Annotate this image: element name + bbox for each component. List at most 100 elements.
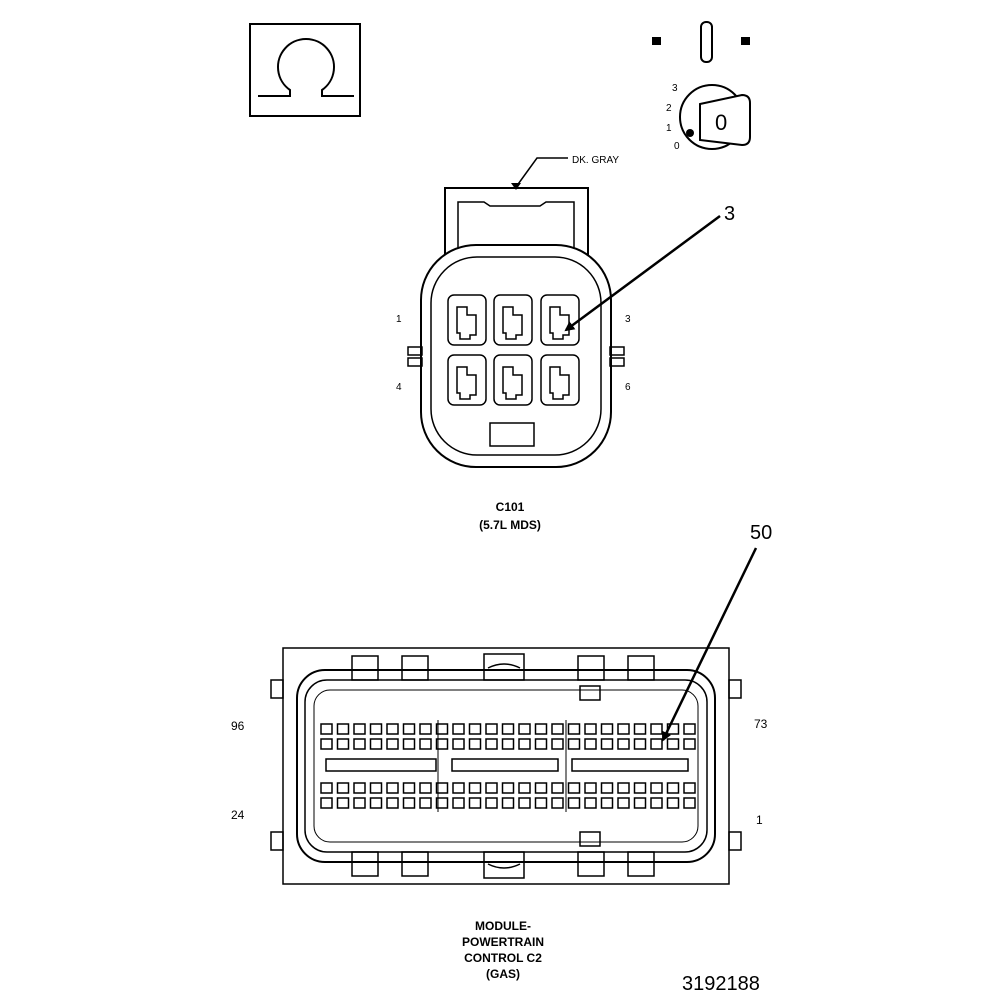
c2-name-line-4: (GAS)	[486, 967, 520, 981]
c2-pin	[633, 723, 647, 735]
c2-pin	[551, 738, 564, 750]
c101-connector: DK. GRAY 1 3 4 6 3 C101 (5.7L MDS)	[396, 155, 735, 532]
c2-pin	[402, 782, 416, 794]
c2-pin	[320, 782, 333, 794]
c2-pin	[501, 723, 515, 735]
c2-pin	[485, 782, 498, 794]
c2-pin	[435, 723, 449, 735]
ignition-position-0: 0	[674, 141, 680, 152]
c2-pin	[435, 797, 449, 809]
c2-pin	[633, 738, 647, 750]
c2-pin	[386, 738, 399, 750]
ignition-position-3: 3	[672, 83, 678, 94]
c2-pin	[320, 738, 333, 750]
c2-pin	[650, 797, 663, 809]
c101-pin-label-3: 3	[625, 314, 631, 325]
c2-pin	[419, 723, 432, 735]
c2-pin	[617, 797, 630, 809]
c2-pin	[518, 738, 531, 750]
ignition-off-icon: 3 2 1 0 0	[652, 21, 751, 152]
c2-pin	[650, 782, 663, 794]
c2-pin	[435, 782, 449, 794]
c2-callout: 50	[750, 522, 772, 544]
c2-pin	[551, 782, 564, 794]
c2-pin	[650, 723, 663, 735]
figure-id: 3192188	[682, 973, 760, 995]
c2-pin	[567, 738, 581, 750]
c2-name-line-1: MODULE-	[475, 919, 531, 933]
c2-pin	[452, 738, 465, 750]
ignition-position-1: 1	[666, 123, 672, 134]
c2-pin	[320, 797, 333, 809]
c2-pin	[567, 782, 581, 794]
c2-pin	[683, 782, 696, 794]
c2-pin	[353, 738, 366, 750]
c2-pin	[485, 738, 498, 750]
c2-pin	[584, 723, 597, 735]
c2-pin-label-96: 96	[231, 719, 245, 733]
c2-pin	[386, 723, 399, 735]
c2-pin	[468, 723, 482, 735]
c101-cavity	[447, 294, 487, 346]
c2-pin	[501, 797, 515, 809]
c2-pin-label-1: 1	[756, 813, 763, 827]
c2-pin	[369, 797, 383, 809]
c2-pin	[468, 738, 482, 750]
c2-pin	[518, 723, 531, 735]
c2-pin	[534, 782, 548, 794]
c2-pin	[369, 723, 383, 735]
c2-bottom-tabs	[351, 831, 655, 879]
c101-cavity	[540, 354, 580, 406]
c2-pin	[336, 738, 350, 750]
c2-pin	[485, 797, 498, 809]
c2-pin	[567, 797, 581, 809]
c101-cavity	[447, 354, 487, 406]
c2-pin	[534, 738, 548, 750]
c2-pin	[336, 782, 350, 794]
pcm-c2-connector: 96 73 24 1 50 MODULE- POWERTRAIN CONTROL…	[231, 522, 772, 981]
c2-pin	[435, 738, 449, 750]
c2-top-tabs	[351, 653, 655, 701]
c2-pin	[386, 797, 399, 809]
c2-pin	[633, 782, 647, 794]
c101-wire-color: DK. GRAY	[572, 155, 619, 166]
c2-pin	[452, 782, 465, 794]
c2-pin	[518, 782, 531, 794]
c2-pin	[419, 782, 432, 794]
c101-cavity	[493, 294, 533, 346]
c2-pin	[353, 782, 366, 794]
c2-pin	[600, 723, 614, 735]
c2-pin	[419, 738, 432, 750]
c2-pin	[468, 782, 482, 794]
c2-pin	[666, 782, 680, 794]
c2-pin	[353, 797, 366, 809]
c2-pin	[402, 723, 416, 735]
c2-pin-label-24: 24	[231, 808, 245, 822]
c2-pin	[683, 723, 696, 735]
c2-pin	[633, 797, 647, 809]
c2-pin	[452, 797, 465, 809]
c2-pin	[402, 738, 416, 750]
c101-pin-label-6: 6	[625, 382, 631, 393]
ohm-meter-icon: Ω	[249, 23, 361, 117]
c2-name-line-3: CONTROL C2	[464, 951, 542, 965]
ignition-key-label: 0	[715, 110, 727, 135]
c101-pin-label-1: 1	[396, 314, 402, 325]
c2-pin	[584, 797, 597, 809]
c101-name: C101	[496, 500, 525, 514]
ignition-position-2: 2	[666, 103, 672, 114]
c2-pin	[600, 782, 614, 794]
c2-pin	[534, 797, 548, 809]
c2-pin	[650, 738, 663, 750]
c2-pin-label-73: 73	[754, 717, 768, 731]
c101-pin-label-4: 4	[396, 382, 402, 393]
c2-pin	[617, 782, 630, 794]
c2-pin	[518, 797, 531, 809]
c2-pin	[386, 782, 399, 794]
c2-pin	[584, 782, 597, 794]
c2-pin-rows	[320, 720, 696, 812]
c2-pin	[551, 723, 564, 735]
c2-pin	[369, 738, 383, 750]
c2-pin	[584, 738, 597, 750]
